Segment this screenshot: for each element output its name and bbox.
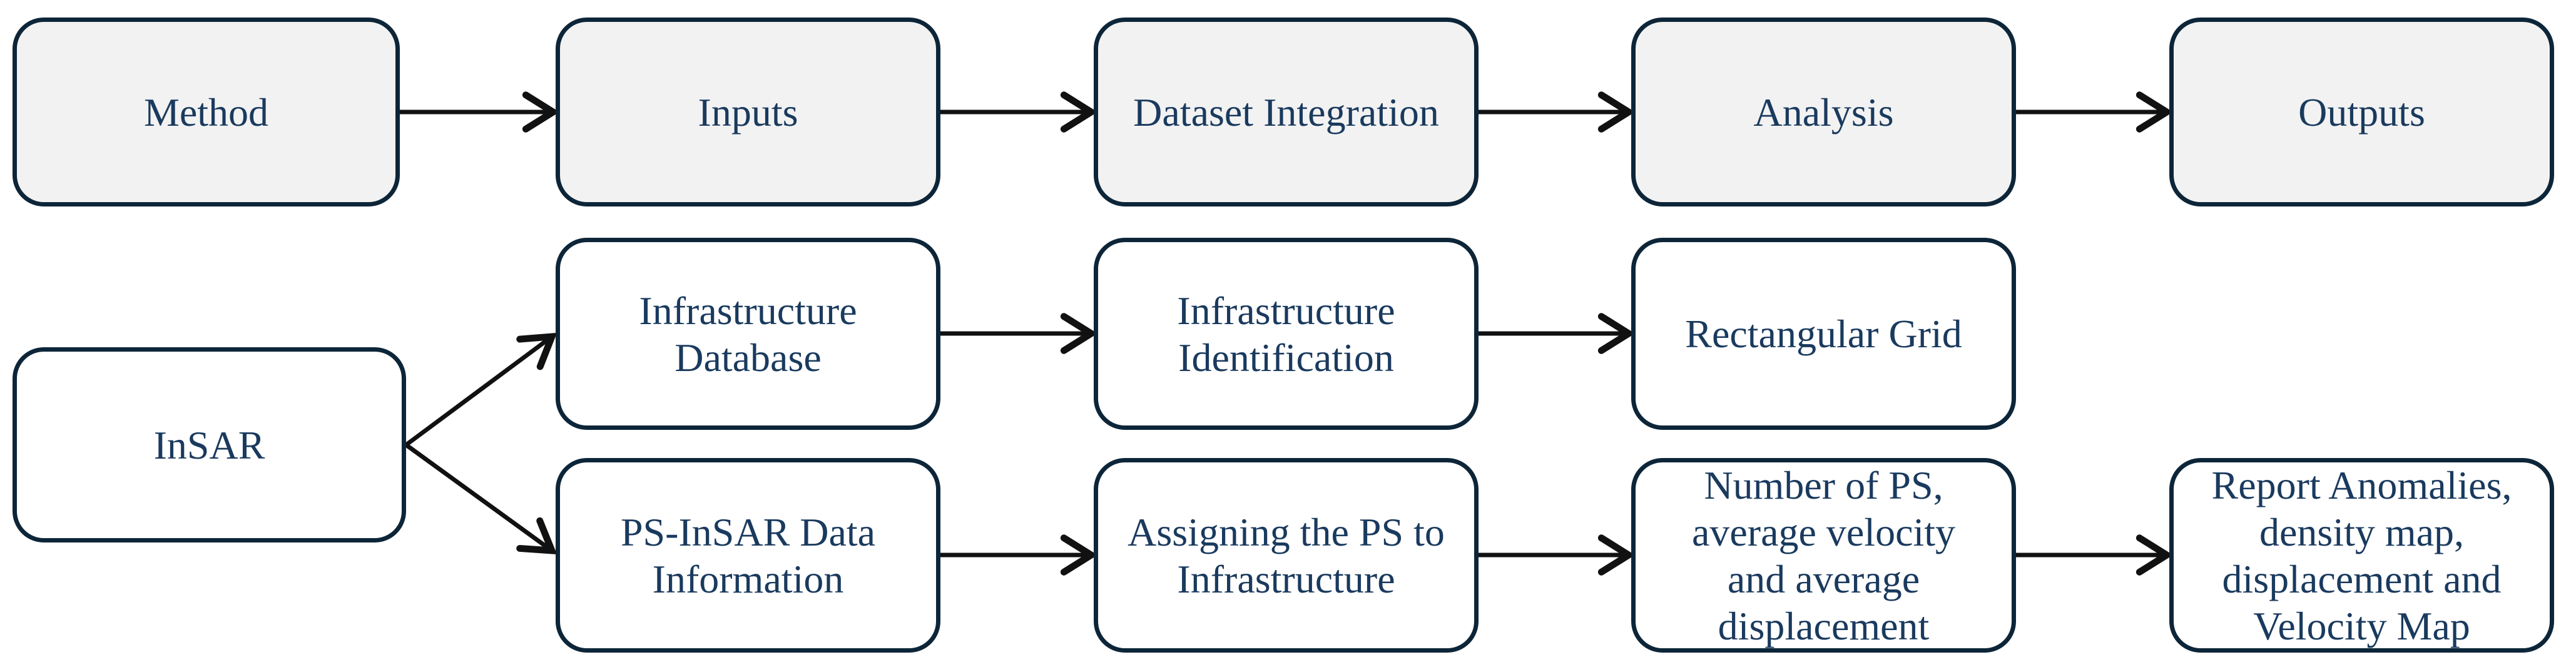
node-analysis: Analysis [1631, 18, 2016, 206]
node-infrastructure-identification-label: Infrastructure Identification [1177, 288, 1395, 380]
node-insar-label: InSAR [153, 422, 265, 467]
node-number-of-ps-label: Number of PS, average velocity and avera… [1691, 462, 1956, 648]
node-dataset-integration-label: Dataset Integration [1133, 89, 1439, 135]
node-infrastructure-identification: Infrastructure Identification [1094, 238, 1479, 430]
node-outputs-label: Outputs [2298, 89, 2425, 135]
node-rectangular-grid: Rectangular Grid [1631, 238, 2016, 430]
arrow-insar-to-ps-insar [404, 443, 552, 551]
node-infrastructure-database: Infrastructure Database [556, 238, 940, 430]
node-analysis-label: Analysis [1753, 89, 1894, 135]
node-dataset-integration: Dataset Integration [1094, 18, 1479, 206]
node-report-anomalies: Report Anomalies, density map, displacem… [2169, 458, 2554, 653]
node-report-anomalies-label: Report Anomalies, density map, displacem… [2211, 462, 2512, 648]
node-insar: InSAR [13, 347, 406, 542]
arrow-insar-to-infra-db [404, 337, 552, 447]
node-method: Method [13, 18, 400, 206]
node-inputs: Inputs [556, 18, 940, 206]
node-assigning-ps-to-infrastructure-label: Assigning the PS to Infrastructure [1128, 509, 1445, 601]
node-ps-insar-data-information: PS-InSAR Data Information [556, 458, 940, 653]
node-assigning-ps-to-infrastructure: Assigning the PS to Infrastructure [1094, 458, 1479, 653]
node-infrastructure-database-label: Infrastructure Database [639, 288, 857, 380]
node-rectangular-grid-label: Rectangular Grid [1685, 312, 1962, 356]
node-inputs-label: Inputs [698, 89, 798, 135]
node-ps-insar-data-information-label: PS-InSAR Data Information [620, 509, 876, 601]
node-number-of-ps: Number of PS, average velocity and avera… [1631, 458, 2016, 653]
node-method-label: Method [143, 89, 269, 135]
node-outputs: Outputs [2169, 18, 2554, 206]
